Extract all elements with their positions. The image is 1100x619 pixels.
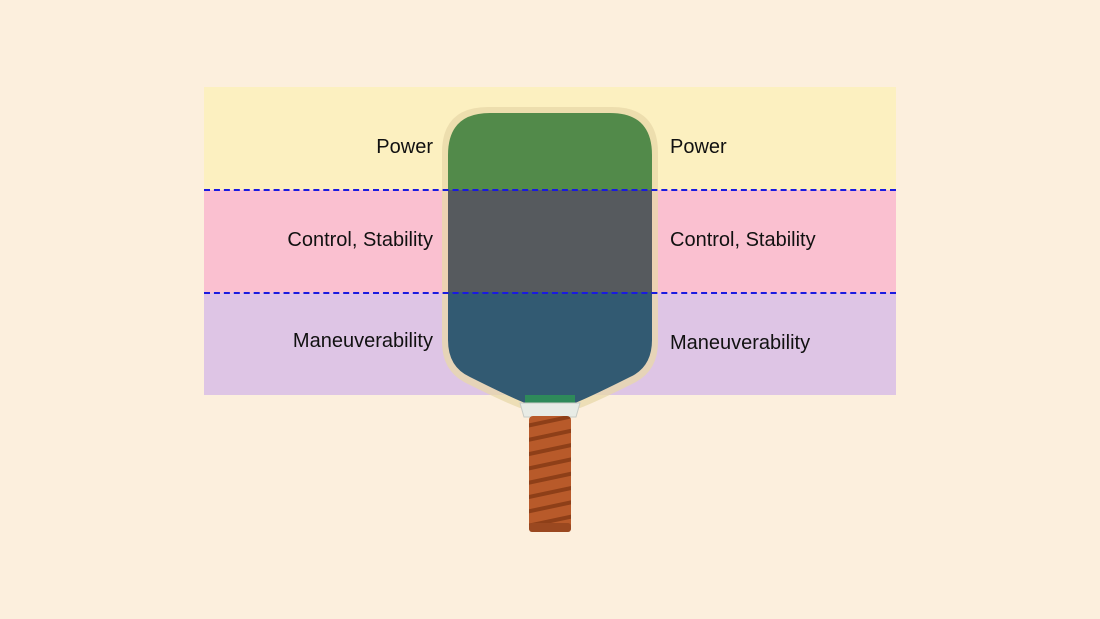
power-label-right: Power [670,136,727,158]
maneuverability-label-left: Maneuverability [292,330,433,352]
paddle-face [448,113,652,403]
zone-divider-power-control [204,189,896,191]
pickleball-paddle-icon [442,107,658,532]
control-label-right: Control, Stability [670,229,816,251]
paddle-face-power [448,113,652,190]
paddle-handle-grip [529,416,571,532]
paddle-collar [519,402,581,418]
paddle-handle-cap [529,523,571,532]
control-label-left: Control, Stability [287,229,433,251]
zone-divider-control-maneuverability [204,292,896,294]
paddle-throat [525,395,575,405]
maneuverability-label-right: Maneuverability [670,332,811,354]
paddle-face-maneuverability [448,292,652,403]
paddle-face-control [448,190,652,292]
power-label-left: Power [376,136,433,158]
